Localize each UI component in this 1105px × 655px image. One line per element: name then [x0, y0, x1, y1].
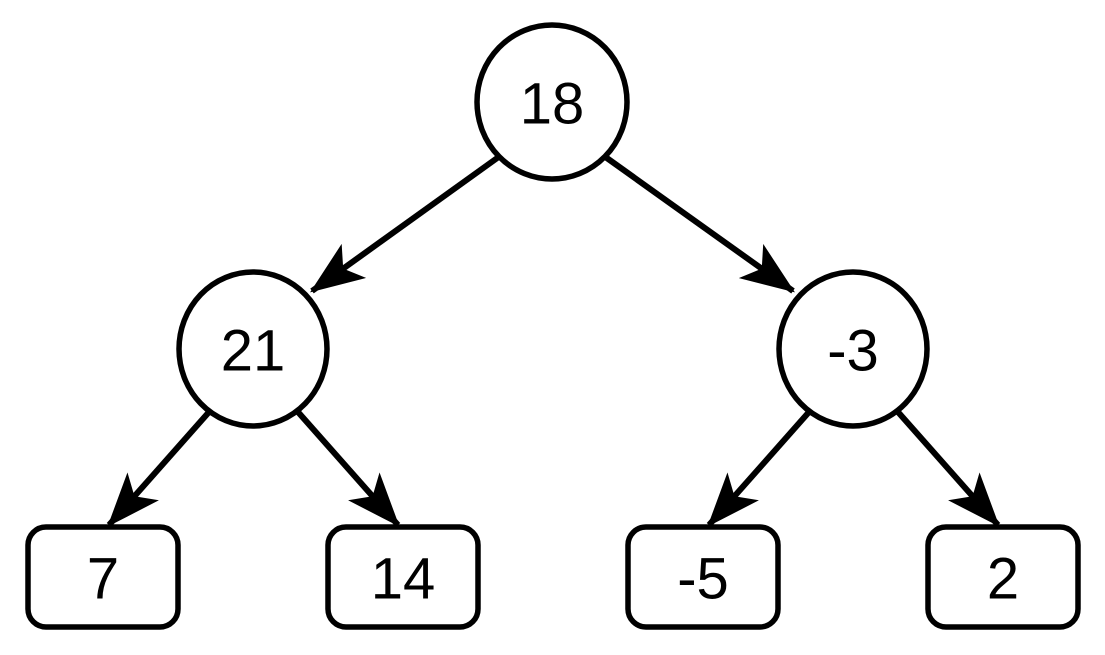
node-label-left: 21	[221, 319, 286, 384]
node-circle-left[interactable]	[176, 269, 330, 429]
tree-node-right[interactable]: -3	[776, 269, 930, 429]
tree-node-left[interactable]: 21	[176, 269, 330, 429]
node-label-root: 18	[520, 72, 585, 137]
tree-leaf-3[interactable]: -5	[625, 524, 781, 630]
node-label-right: -3	[827, 319, 879, 384]
tree-leaf-1[interactable]: 7	[25, 524, 181, 630]
node-layer: 18 21 -3 7 14 -5 2	[25, 22, 1081, 630]
tree-node-root[interactable]: 18	[474, 22, 630, 182]
leaf-label-3: -5	[677, 547, 729, 612]
edge-root-to-left	[310, 153, 502, 294]
edge-root-to-right	[602, 153, 795, 294]
edge-right-to-leaf-neg5	[706, 410, 812, 527]
leaf-label-2: 14	[371, 547, 436, 612]
edge-left-to-leaf-7	[106, 410, 212, 527]
leaf-box-2[interactable]	[325, 524, 481, 630]
leaf-label-1: 7	[87, 547, 119, 612]
leaf-box-4[interactable]	[925, 524, 1081, 630]
edge-right-to-leaf-2	[895, 410, 1001, 527]
leaf-label-4: 2	[987, 547, 1019, 612]
edge-left-to-leaf-14	[295, 410, 401, 527]
leaf-box-3[interactable]	[625, 524, 781, 630]
tree-leaf-4[interactable]: 2	[925, 524, 1081, 630]
node-circle-root[interactable]	[474, 22, 630, 182]
tree-leaf-2[interactable]: 14	[325, 524, 481, 630]
node-circle-right[interactable]	[776, 269, 930, 429]
edge-layer	[106, 153, 1001, 527]
leaf-box-1[interactable]	[25, 524, 181, 630]
